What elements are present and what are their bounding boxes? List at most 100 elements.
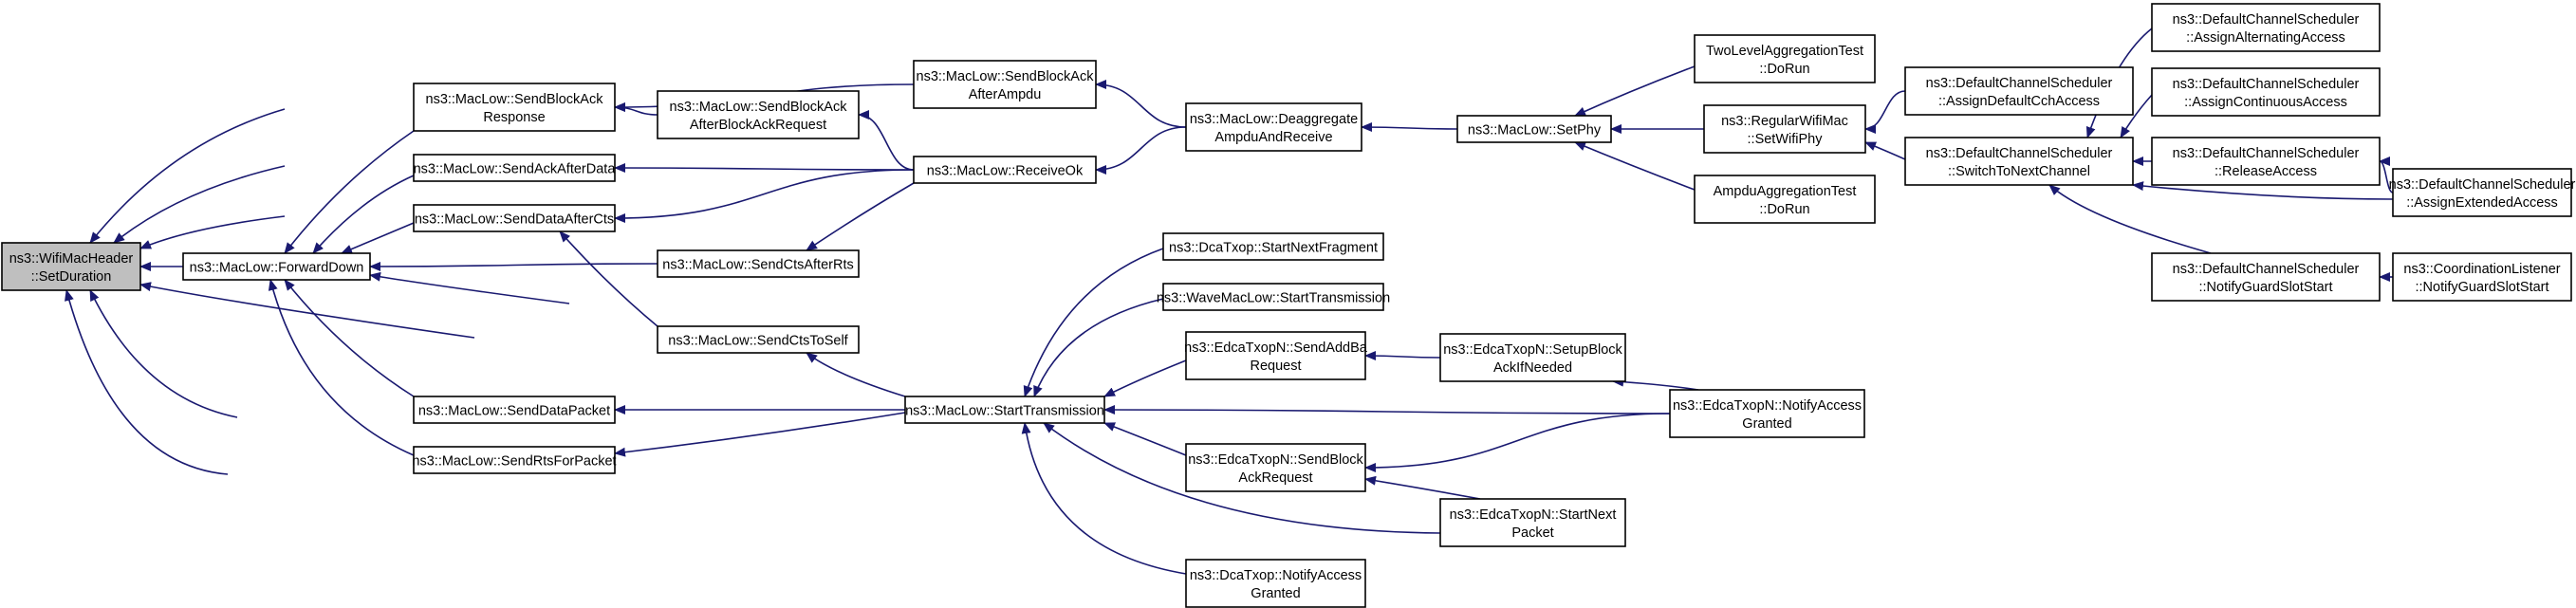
node-label-line: ns3::EdcaTxopN::NotifyAccess xyxy=(1673,398,1862,414)
node-forward-down[interactable]: ns3::MacLow::ForwardDown xyxy=(182,252,371,281)
node-dcs-release-access[interactable]: ns3::DefaultChannelScheduler::ReleaseAcc… xyxy=(2151,137,2381,186)
node-box[interactable] xyxy=(1694,34,1876,83)
node-send-data-after-cts[interactable]: ns3::MacLow::SendDataAfterCts xyxy=(413,204,616,232)
node-box[interactable] xyxy=(2151,252,2381,302)
node-box[interactable] xyxy=(1669,389,1865,438)
node-box[interactable] xyxy=(2151,67,2381,117)
edge-edca_send_addba-to-start_transmission xyxy=(1103,359,1187,397)
node-dcs-assign-alternating[interactable]: ns3::DefaultChannelScheduler::AssignAlte… xyxy=(2151,3,2381,52)
node-label-line: ns3::MacLow::ReceiveOk xyxy=(927,163,1084,178)
node-box[interactable] xyxy=(657,325,860,354)
node-dcs-switch-to-next-channel[interactable]: ns3::DefaultChannelScheduler::SwitchToNe… xyxy=(1904,137,2134,186)
node-box[interactable] xyxy=(1,242,141,291)
node-label-line: ns3::EdcaTxopN::StartNext xyxy=(1450,507,1617,523)
node-box[interactable] xyxy=(913,156,1097,184)
node-label-line: ns3::MacLow::SetPhy xyxy=(1468,122,1602,138)
node-box[interactable] xyxy=(1439,333,1626,382)
node-box[interactable] xyxy=(1162,283,1384,311)
node-box[interactable] xyxy=(1185,331,1366,380)
node-dcs-assign-default-cch[interactable]: ns3::DefaultChannelScheduler::AssignDefa… xyxy=(1904,66,2134,116)
node-box[interactable] xyxy=(1162,232,1384,261)
node-label-line: Response xyxy=(483,110,545,125)
node-dcs-assign-extended[interactable]: ns3::DefaultChannelScheduler::AssignExte… xyxy=(2389,168,2576,217)
node-box[interactable] xyxy=(2151,137,2381,186)
node-set-phy[interactable]: ns3::MacLow::SetPhy xyxy=(1456,115,1612,143)
node-regular-wifi-mac[interactable]: ns3::RegularWifiMac::SetWifiPhy xyxy=(1703,104,1866,154)
edge-send_rts_for_packet-to-forward_down xyxy=(268,279,415,456)
node-label-line: ns3::MacLow::SendAckAfterData xyxy=(414,161,617,176)
edge-dca_notify_access_granted-to-start_transmission xyxy=(1021,422,1187,575)
node-box[interactable] xyxy=(1456,115,1612,143)
node-box[interactable] xyxy=(913,60,1097,109)
edge-edca_notify_access_granted-to-start_transmission xyxy=(1103,405,1671,415)
node-box[interactable] xyxy=(2392,252,2572,302)
node-box[interactable] xyxy=(1185,559,1366,608)
node-label-line: ns3::EdcaTxopN::SendBlock xyxy=(1188,452,1363,468)
edge-dcs_assign_extended-to-dcs_release_access xyxy=(2379,157,2394,193)
edge-two_level_aggregation-to-set_phy xyxy=(1574,65,1696,117)
node-box[interactable] xyxy=(657,249,860,278)
edge-send_cts_after_rts-to-forward_down xyxy=(369,261,658,271)
node-box[interactable] xyxy=(1694,175,1876,224)
node-box[interactable] xyxy=(1439,498,1626,547)
node-label-line: ns3::MacLow::SendCtsToSelf xyxy=(668,333,848,348)
node-box[interactable] xyxy=(1904,66,2134,116)
node-label-line: ns3::DefaultChannelScheduler xyxy=(1926,76,2113,91)
node-coordination-listener[interactable]: ns3::CoordinationListener::NotifyGuardSl… xyxy=(2392,252,2572,302)
node-box[interactable] xyxy=(413,446,616,474)
node-box[interactable] xyxy=(657,90,860,139)
node-box[interactable] xyxy=(1703,104,1866,154)
node-dcs-notify-guard-slot-start[interactable]: ns3::DefaultChannelScheduler::NotifyGuar… xyxy=(2151,252,2381,302)
node-label-line: ns3::EdcaTxopN::SetupBlock xyxy=(1443,342,1622,358)
node-receive-ok[interactable]: ns3::MacLow::ReceiveOk xyxy=(913,156,1097,184)
node-set-duration[interactable]: ns3::WifiMacHeader::SetDuration xyxy=(1,242,141,291)
node-send-rts-for-packet[interactable]: ns3::MacLow::SendRtsForPacket xyxy=(412,446,617,474)
node-box[interactable] xyxy=(1185,443,1366,492)
node-box[interactable] xyxy=(413,204,616,232)
node-label-line: ns3::MacLow::StartTransmission xyxy=(905,403,1104,418)
node-wave-start-transmission[interactable]: ns3::WaveMacLow::StartTransmission xyxy=(1157,283,1390,311)
node-label-line: ns3::MacLow::SendDataAfterCts xyxy=(415,212,614,227)
edge-dcs_assign_default_cch-to-regular_wifi_mac xyxy=(1864,90,1906,134)
node-label-line: Packet xyxy=(1511,525,1553,541)
node-two-level-aggregation[interactable]: TwoLevelAggregationTest::DoRun xyxy=(1694,34,1876,83)
node-ampdu-aggregation-test[interactable]: AmpduAggregationTest::DoRun xyxy=(1694,175,1876,224)
node-send-cts-to-self[interactable]: ns3::MacLow::SendCtsToSelf xyxy=(657,325,860,354)
node-box[interactable] xyxy=(182,252,371,281)
node-box[interactable] xyxy=(904,396,1105,424)
node-box[interactable] xyxy=(2392,168,2572,217)
node-dca-start-next-fragment[interactable]: ns3::DcaTxop::StartNextFragment xyxy=(1162,232,1384,261)
node-box[interactable] xyxy=(413,83,616,132)
edge-dca_start_next_fragment-to-start_transmission xyxy=(1023,248,1164,397)
node-label-line: ns3::DcaTxop::StartNextFragment xyxy=(1169,240,1378,255)
edge-receive_ok-to-send_data_after_cts xyxy=(614,169,915,223)
node-send-data-packet[interactable]: ns3::MacLow::SendDataPacket xyxy=(413,396,616,424)
node-label-line: Granted xyxy=(1251,586,1300,601)
node-label-line: AfterAmpdu xyxy=(969,87,1042,102)
node-box[interactable] xyxy=(413,154,616,182)
node-box[interactable] xyxy=(1904,137,2134,186)
node-box[interactable] xyxy=(2151,3,2381,52)
node-send-cts-after-rts[interactable]: ns3::MacLow::SendCtsAfterRts xyxy=(657,249,860,278)
node-label-line: ns3::MacLow::SendRtsForPacket xyxy=(412,453,616,469)
node-dcs-assign-continuous[interactable]: ns3::DefaultChannelScheduler::AssignCont… xyxy=(2151,67,2381,117)
node-label-line: ::SetWifiPhy xyxy=(1748,132,1824,147)
node-box[interactable] xyxy=(1185,102,1362,152)
node-label-line: AmpduAndReceive xyxy=(1214,130,1332,145)
node-label-line: TwoLevelAggregationTest xyxy=(1706,44,1863,59)
node-start-transmission[interactable]: ns3::MacLow::StartTransmission xyxy=(904,396,1105,424)
node-send-block-ack-after-bar[interactable]: ns3::MacLow::SendBlockAckAfterBlockAckRe… xyxy=(657,90,860,139)
node-box[interactable] xyxy=(413,396,616,424)
edge-start_transmission-to-send_cts_to_self xyxy=(806,352,906,397)
edge-send_data_after_cts-to-set_duration xyxy=(139,215,286,249)
node-send-ack-after-data[interactable]: ns3::MacLow::SendAckAfterData xyxy=(413,154,617,182)
